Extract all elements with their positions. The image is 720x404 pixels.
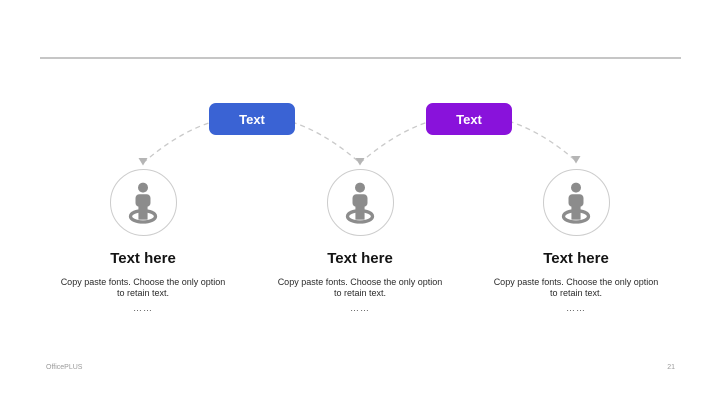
column-1: Text here Copy paste fonts. Choose the o… — [43, 169, 243, 313]
ellipsis-text: …… — [350, 303, 370, 313]
column-description: Copy paste fonts. Choose the only option… — [260, 277, 460, 299]
icon-circle — [326, 169, 394, 236]
column-description: Copy paste fonts. Choose the only option… — [476, 277, 676, 299]
column-title: Text here — [110, 250, 176, 267]
footer-brand: OfficePLUS — [46, 364, 83, 371]
icon-circle — [542, 169, 610, 236]
person-location-icon — [561, 182, 591, 224]
callout-button-1[interactable]: Text — [209, 103, 295, 135]
ellipsis-text: …… — [566, 303, 586, 313]
column-description: Copy paste fonts. Choose the only option… — [43, 277, 243, 299]
description-line-1: Copy paste fonts. Choose the only option — [493, 277, 659, 287]
description-line-2: to retain text. — [549, 288, 603, 298]
icon-circle — [109, 169, 177, 236]
page-number: 21 — [667, 364, 675, 371]
arrowhead-down-icon — [571, 156, 581, 164]
ellipsis-text: …… — [133, 303, 153, 313]
callout-button-2[interactable]: Text — [426, 103, 512, 135]
column-title: Text here — [327, 250, 393, 267]
description-line-2: to retain text. — [333, 288, 387, 298]
description-line-1: Copy paste fonts. Choose the only option — [277, 277, 443, 287]
description-line-2: to retain text. — [116, 288, 170, 298]
column-title: Text here — [543, 250, 609, 267]
person-location-icon — [128, 182, 158, 224]
top-divider-line — [40, 57, 681, 59]
column-2: Text here Copy paste fonts. Choose the o… — [260, 169, 460, 313]
description-line-1: Copy paste fonts. Choose the only option — [60, 277, 226, 287]
arrowhead-down-icon — [138, 158, 148, 166]
column-3: Text here Copy paste fonts. Choose the o… — [476, 169, 676, 313]
arrowhead-down-icon — [355, 158, 365, 166]
person-location-icon — [345, 182, 375, 224]
